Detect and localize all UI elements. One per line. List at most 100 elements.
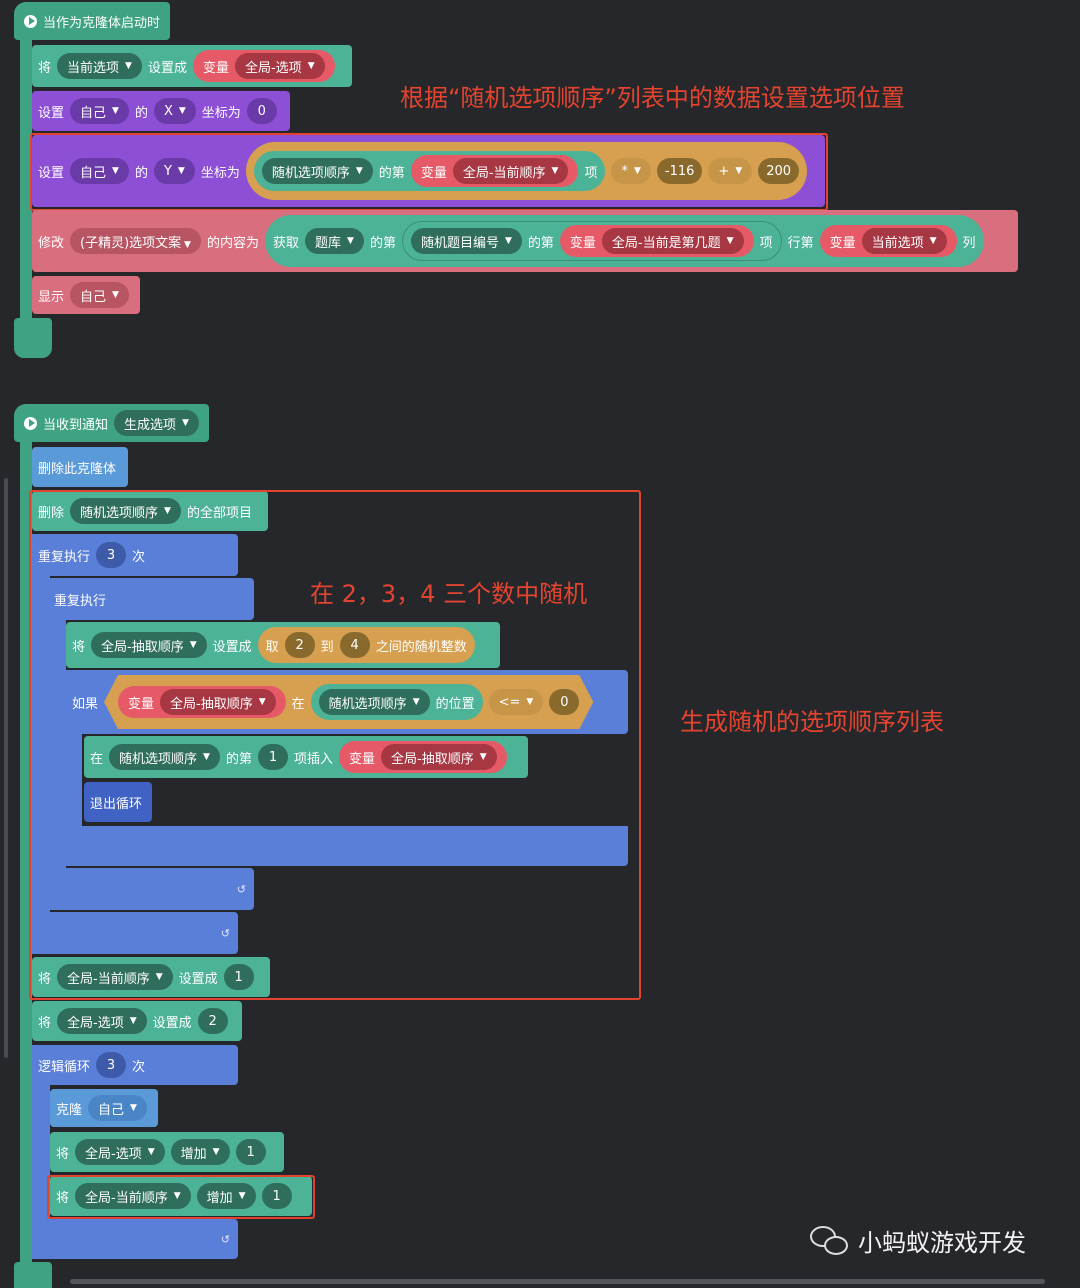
- reporter-label: 取: [265, 639, 279, 655]
- block-keyword: 如果: [72, 696, 99, 712]
- script1-end-cap: [14, 318, 52, 358]
- variable-reporter[interactable]: 变量 全局-当前顺序: [410, 155, 579, 187]
- option-dropdown[interactable]: 当前选项: [57, 53, 142, 79]
- object-dropdown[interactable]: 自己: [88, 1095, 147, 1121]
- list-dropdown[interactable]: 随机选项顺序: [70, 498, 181, 524]
- number-input[interactable]: 2: [284, 632, 315, 658]
- set-option-block[interactable]: 将 全局-选项 设置成 2: [32, 1001, 242, 1041]
- operator-dropdown[interactable]: *: [611, 158, 651, 184]
- sprite-dropdown[interactable]: (子精灵)选项文案: [70, 228, 201, 254]
- increase-option-block[interactable]: 将 全局-选项 增加 1: [50, 1132, 284, 1172]
- annotation-set-position: 根据“随机选项顺序”列表中的数据设置选项位置: [400, 84, 905, 112]
- variable-reporter[interactable]: 变量 全局-抽取顺序: [338, 741, 507, 773]
- reporter-label: 在: [291, 696, 305, 712]
- variable-dropdown[interactable]: 全局-选项: [57, 1008, 147, 1034]
- set-y-block[interactable]: 设置 自己 的 Y 坐标为 随机选项顺序 的第 变量 全局-当前顺序 项 * -…: [32, 135, 825, 207]
- variable-dropdown[interactable]: 全局-当前顺序: [75, 1183, 191, 1209]
- operation-dropdown[interactable]: 增加: [196, 1183, 256, 1209]
- list-dropdown[interactable]: 随机选项顺序: [261, 158, 373, 184]
- vertical-scrollbar[interactable]: [4, 478, 8, 1058]
- insert-item-block[interactable]: 在 随机选项顺序 的第 1 项插入 变量 全局-抽取顺序: [84, 736, 528, 778]
- variable-dropdown[interactable]: 全局-当前顺序: [452, 158, 569, 184]
- block-keyword: 的内容为: [206, 235, 259, 251]
- math-expression[interactable]: 随机选项顺序 的第 变量 全局-当前顺序 项 * -116 + 200: [245, 142, 808, 200]
- object-dropdown[interactable]: 自己: [70, 158, 129, 184]
- logic-loop-block[interactable]: 逻辑循环 3 次: [32, 1045, 238, 1085]
- comparison-condition[interactable]: 变量 全局-抽取顺序 在 随机选项顺序 的位置 <= 0: [104, 675, 593, 729]
- axis-dropdown[interactable]: X: [153, 98, 196, 124]
- hat-block-clone-start[interactable]: 当作为克隆体启动时: [14, 2, 171, 40]
- block-keyword: 设置成: [147, 60, 187, 76]
- set-x-block[interactable]: 设置 自己 的 X 坐标为 0: [32, 91, 290, 131]
- list-dropdown[interactable]: 随机题目编号: [410, 228, 522, 254]
- list-dropdown[interactable]: 随机选项顺序: [109, 744, 220, 770]
- forever-block[interactable]: 重复执行: [48, 578, 254, 620]
- variable-dropdown[interactable]: 全局-抽取顺序: [160, 689, 276, 715]
- block-keyword: 重复执行: [38, 549, 91, 565]
- modify-text-block[interactable]: 修改 (子精灵)选项文案 的内容为 获取 题库 的第 随机题目编号 的第 变量 …: [32, 210, 1018, 272]
- table-dropdown[interactable]: 题库: [305, 228, 364, 254]
- if-block[interactable]: 如果 变量 全局-抽取顺序 在 随机选项顺序 的位置 <= 0: [66, 670, 628, 734]
- increase-order-block[interactable]: 将 全局-当前顺序 增加 1: [50, 1176, 312, 1216]
- repeat-times-block[interactable]: 重复执行 3 次: [32, 534, 238, 576]
- variable-dropdown[interactable]: 当前选项: [861, 228, 947, 254]
- variable-dropdown[interactable]: 全局-当前是第几题: [601, 228, 744, 254]
- number-input[interactable]: 1: [257, 744, 288, 770]
- list-item-reporter[interactable]: 随机选项顺序 的第 变量 全局-当前顺序 项: [253, 151, 606, 191]
- show-block[interactable]: 显示 自己: [32, 276, 140, 314]
- variable-reporter[interactable]: 变量 全局-当前是第几题: [559, 225, 754, 257]
- operation-dropdown[interactable]: 增加: [170, 1139, 230, 1165]
- variable-reporter[interactable]: 变量 全局-抽取顺序: [118, 686, 286, 718]
- variable-reporter[interactable]: 变量 全局-选项: [192, 50, 335, 82]
- variable-dropdown[interactable]: 全局-抽取顺序: [91, 632, 207, 658]
- list-item-reporter[interactable]: 随机题目编号 的第 变量 全局-当前是第几题 项: [401, 221, 782, 261]
- random-int-reporter[interactable]: 取 2 到 4 之间的随机整数: [257, 627, 475, 663]
- block-keyword: 将: [38, 60, 52, 76]
- message-dropdown[interactable]: 生成选项: [114, 410, 199, 436]
- number-input[interactable]: 1: [235, 1139, 266, 1165]
- number-input[interactable]: 1: [223, 964, 254, 990]
- number-input[interactable]: 3: [96, 1052, 127, 1078]
- variable-dropdown[interactable]: 全局-选项: [234, 53, 325, 79]
- set-random-block[interactable]: 将 全局-抽取顺序 设置成 取 2 到 4 之间的随机整数: [66, 622, 500, 668]
- list-dropdown[interactable]: 随机选项顺序: [319, 689, 430, 715]
- object-dropdown[interactable]: 自己: [70, 282, 129, 308]
- delete-all-items-block[interactable]: 删除 随机选项顺序 的全部项目: [32, 491, 268, 531]
- block-keyword: 设置: [38, 165, 65, 181]
- set-variable-block[interactable]: 将 当前选项 设置成 变量 全局-选项: [32, 45, 352, 87]
- operator-dropdown[interactable]: <=: [489, 689, 544, 715]
- number-input[interactable]: 200: [758, 158, 800, 184]
- hat-block-receive-message[interactable]: 当收到通知 生成选项: [14, 404, 209, 442]
- reporter-label: 变量: [569, 235, 596, 251]
- block-keyword: 逻辑循环: [38, 1059, 91, 1075]
- operator-dropdown[interactable]: +: [708, 158, 753, 184]
- set-current-order-block[interactable]: 将 全局-当前顺序 设置成 1: [32, 957, 270, 997]
- axis-dropdown[interactable]: Y: [153, 158, 195, 184]
- break-loop-block[interactable]: 退出循环: [84, 782, 152, 822]
- delete-clone-block[interactable]: 删除此克隆体: [32, 447, 128, 487]
- number-input[interactable]: 1: [261, 1183, 292, 1209]
- reporter-label: 获取: [272, 235, 299, 251]
- list-position-reporter[interactable]: 随机选项顺序 的位置: [311, 684, 483, 720]
- block-keyword: 退出循环: [90, 796, 143, 812]
- number-input[interactable]: 0: [549, 689, 579, 715]
- number-input[interactable]: 0: [246, 98, 277, 124]
- number-input[interactable]: 2: [197, 1008, 228, 1034]
- table-get-reporter[interactable]: 获取 题库 的第 随机题目编号 的第 变量 全局-当前是第几题 项 行第 变量 …: [264, 215, 984, 267]
- variable-dropdown[interactable]: 全局-当前顺序: [57, 964, 173, 990]
- block-keyword: 次: [132, 1059, 146, 1075]
- variable-dropdown[interactable]: 全局-选项: [75, 1139, 165, 1165]
- block-keyword: 重复执行: [54, 593, 107, 609]
- variable-reporter[interactable]: 变量 当前选项: [819, 225, 957, 257]
- variable-dropdown[interactable]: 全局-抽取顺序: [381, 744, 497, 770]
- number-input[interactable]: -116: [656, 158, 703, 184]
- block-keyword: 坐标为: [200, 165, 240, 181]
- horizontal-scrollbar[interactable]: [70, 1279, 1045, 1284]
- clone-block[interactable]: 克隆 自己: [50, 1089, 158, 1127]
- highlight-box-generate-list: [29, 490, 641, 1000]
- number-input[interactable]: 4: [339, 632, 370, 658]
- object-dropdown[interactable]: 自己: [70, 98, 129, 124]
- hat-label: 当收到通知: [43, 417, 109, 433]
- block-keyword: 项插入: [293, 751, 333, 767]
- number-input[interactable]: 3: [96, 542, 127, 568]
